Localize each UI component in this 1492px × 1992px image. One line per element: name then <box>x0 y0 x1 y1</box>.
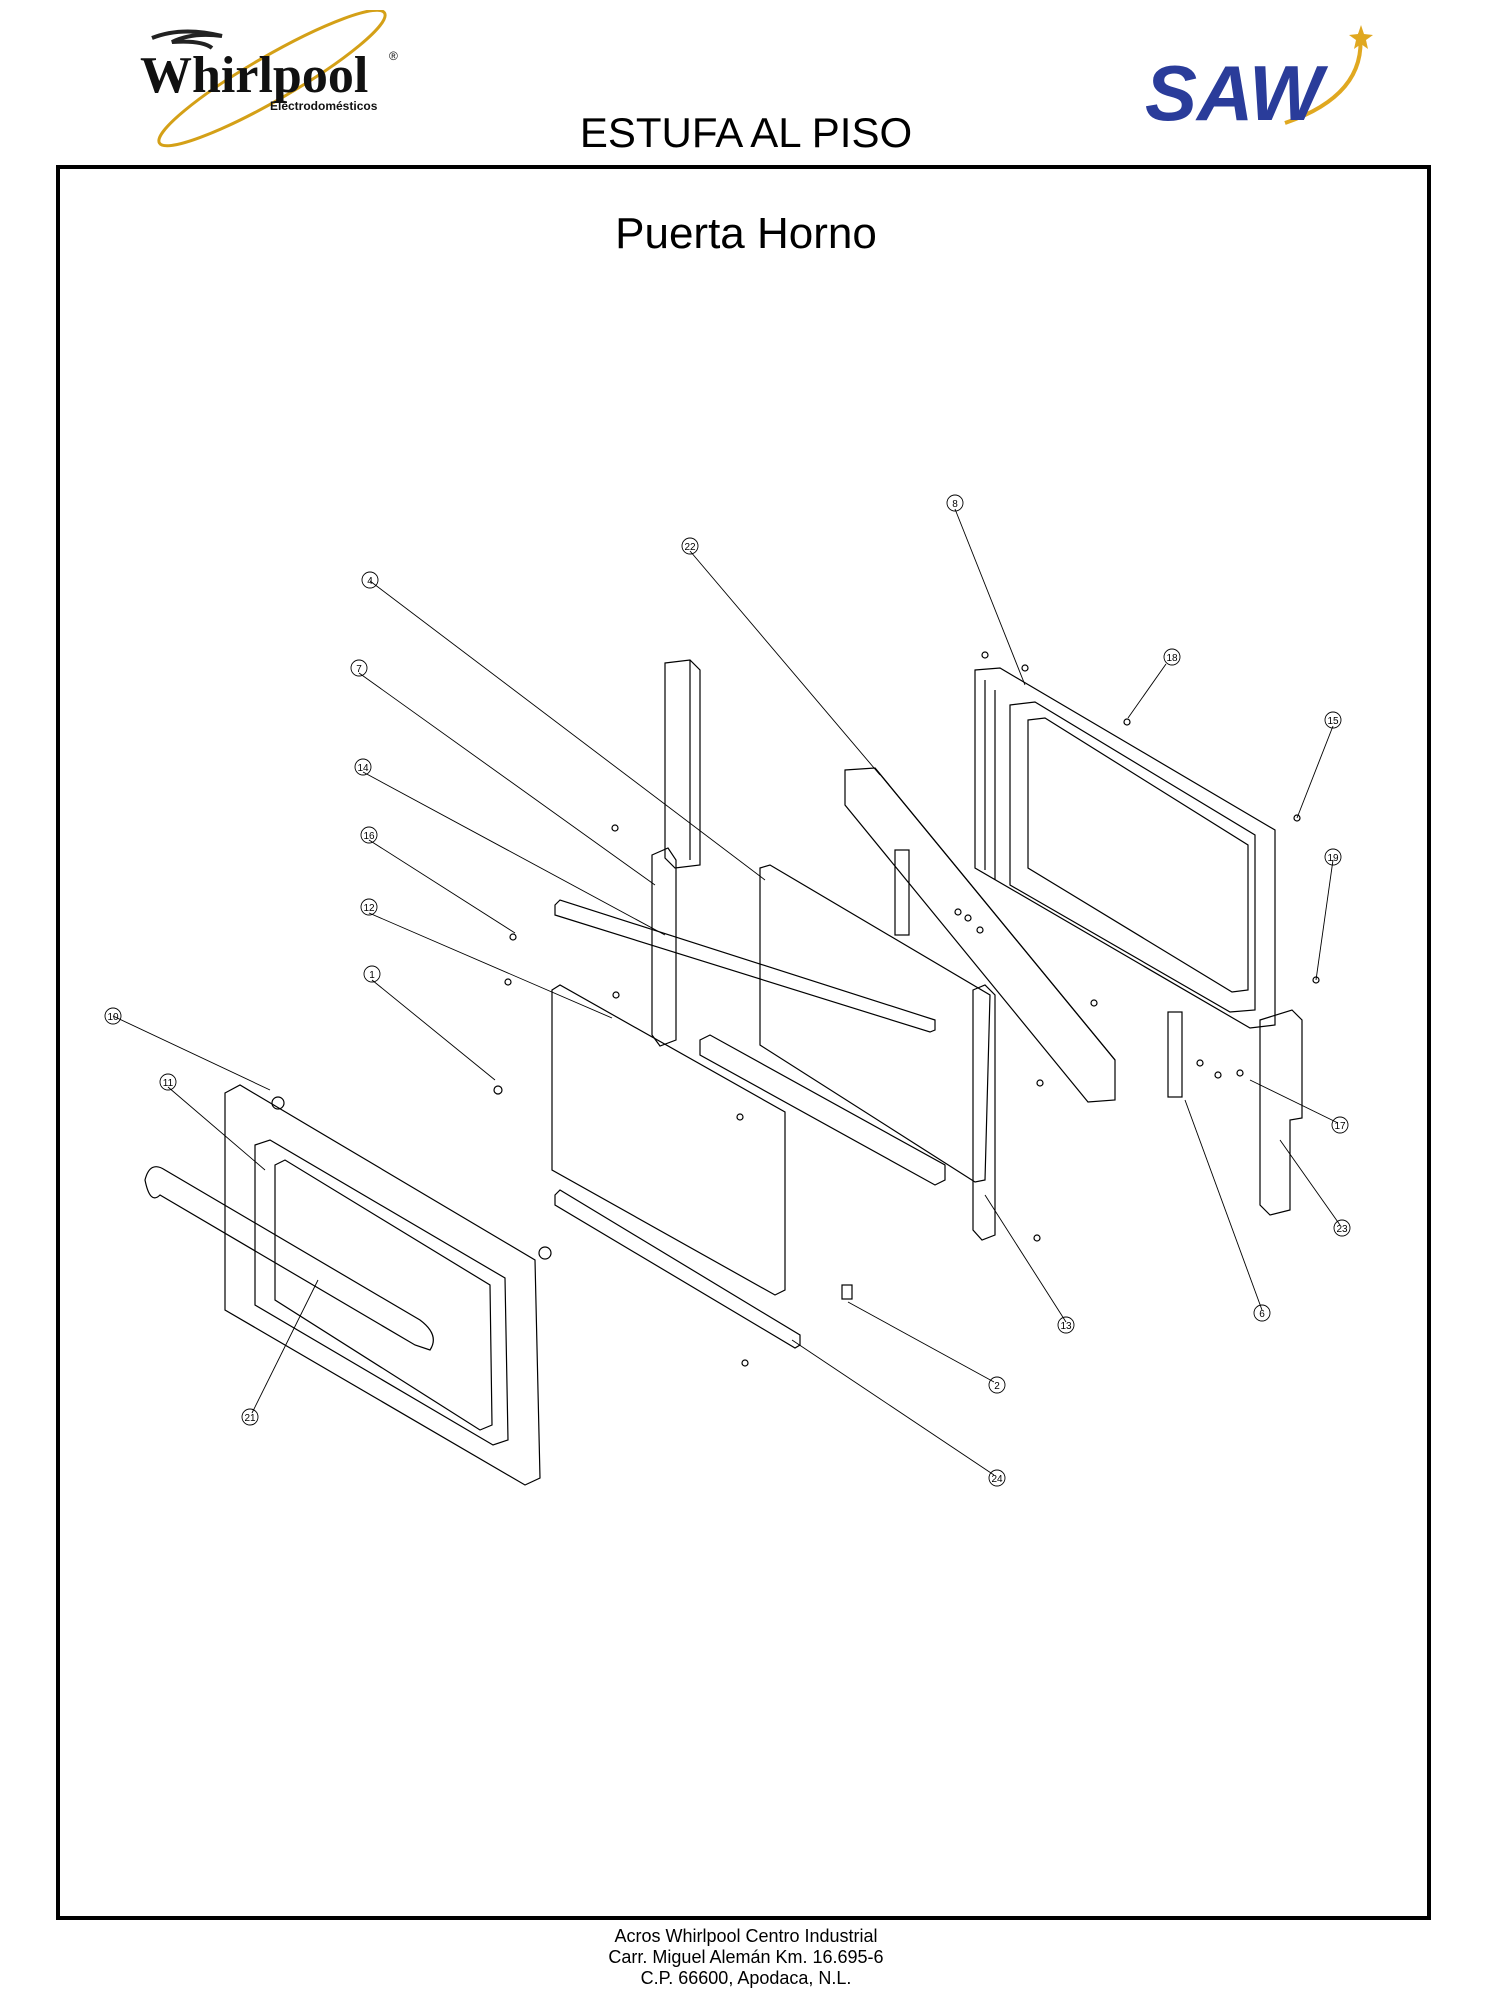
svg-text:12: 12 <box>363 903 375 914</box>
callout-11: 11 <box>159 1073 177 1091</box>
footer-line-1: Acros Whirlpool Centro Industrial <box>614 1926 878 1946</box>
svg-text:15: 15 <box>1327 716 1339 727</box>
callout-18: 18 <box>1163 648 1181 666</box>
callout-23: 23 <box>1333 1219 1351 1237</box>
whirlpool-logo-swirl-top <box>151 29 223 50</box>
saw-logo-arc <box>1284 32 1363 125</box>
part-inner-glass <box>759 864 991 1183</box>
part-horizontal-rails <box>554 899 946 1349</box>
callout-24: 24 <box>988 1469 1006 1487</box>
callout-14: 14 <box>354 758 372 776</box>
svg-text:19: 19 <box>1327 853 1339 864</box>
part-front-door-panel <box>224 1084 541 1486</box>
svg-text:24: 24 <box>991 1474 1003 1485</box>
part-outer-glass <box>551 984 786 1296</box>
saw-logo: SAW <box>1145 25 1373 137</box>
callout-1: 1 <box>363 965 381 983</box>
registered-mark: ® <box>389 49 398 63</box>
callout-19: 19 <box>1324 848 1342 866</box>
callout-13: 13 <box>1057 1316 1075 1334</box>
callout-7: 8 <box>946 494 964 512</box>
section-title: Puerta Horno <box>615 209 877 258</box>
star-icon <box>1349 25 1373 49</box>
svg-text:8: 8 <box>952 499 958 510</box>
part-insulation-vertical-left <box>664 659 701 869</box>
svg-text:21: 21 <box>244 1413 256 1424</box>
svg-text:17: 17 <box>1334 1121 1346 1132</box>
callout-17: 17 <box>1331 1116 1349 1134</box>
svg-text:18: 18 <box>1166 653 1178 664</box>
callout-8: 7 <box>350 659 368 677</box>
callout-21: 21 <box>241 1408 259 1426</box>
part-inner-door-frame <box>974 667 1276 1029</box>
callout-16: 16 <box>360 826 378 844</box>
svg-text:6: 6 <box>1259 1309 1265 1320</box>
callout-15: 15 <box>1324 711 1342 729</box>
part-insulation-diagonal <box>844 767 1116 1103</box>
svg-text:7: 7 <box>356 664 362 675</box>
part-hinge <box>894 849 1183 1098</box>
diagram-frame <box>56 165 1431 1920</box>
callout-22: 22 <box>681 537 699 555</box>
part-insulation-vertical-right <box>1259 1009 1303 1216</box>
saw-wordmark: SAW <box>1145 49 1329 137</box>
svg-text:2: 2 <box>994 1381 1000 1392</box>
svg-text:10: 10 <box>107 1012 119 1023</box>
callout-10: 10 <box>104 1007 122 1025</box>
document-title: ESTUFA AL PISO <box>579 109 913 156</box>
footer-line-3: C.P. 66600, Apodaca, N.L. <box>640 1968 852 1988</box>
callout-2: 2 <box>988 1376 1006 1394</box>
svg-text:13: 13 <box>1060 1321 1072 1332</box>
svg-text:4: 4 <box>367 576 373 587</box>
callout-6: 6 <box>1253 1304 1271 1322</box>
whirlpool-tagline: Electrodomésticos <box>270 99 378 113</box>
part-side-rails <box>651 847 996 1241</box>
svg-text:23: 23 <box>1336 1224 1348 1235</box>
leader-lines <box>112 508 1341 1476</box>
footer-line-2: Carr. Miguel Alemán Km. 16.695-6 <box>608 1947 884 1967</box>
callout-12: 12 <box>360 898 378 916</box>
callouts: 8 22 4 7 14 16 12 1 10 11 18 15 19 17 23… <box>104 494 1351 1487</box>
svg-text:1: 1 <box>369 970 375 981</box>
svg-text:16: 16 <box>363 831 375 842</box>
svg-text:22: 22 <box>684 542 696 553</box>
svg-text:14: 14 <box>357 763 369 774</box>
callout-4: 4 <box>361 571 379 589</box>
whirlpool-logo: Whirlpool Electrodomésticos ® <box>140 10 398 148</box>
part-hardware-screws <box>271 651 1320 1367</box>
whirlpool-wordmark: Whirlpool <box>140 47 368 104</box>
whirlpool-logo-swirl <box>157 10 387 148</box>
part-handle <box>144 1166 434 1351</box>
footer-address: Acros Whirlpool Centro Industrial Carr. … <box>0 1926 1492 1989</box>
svg-text:11: 11 <box>163 1078 174 1089</box>
